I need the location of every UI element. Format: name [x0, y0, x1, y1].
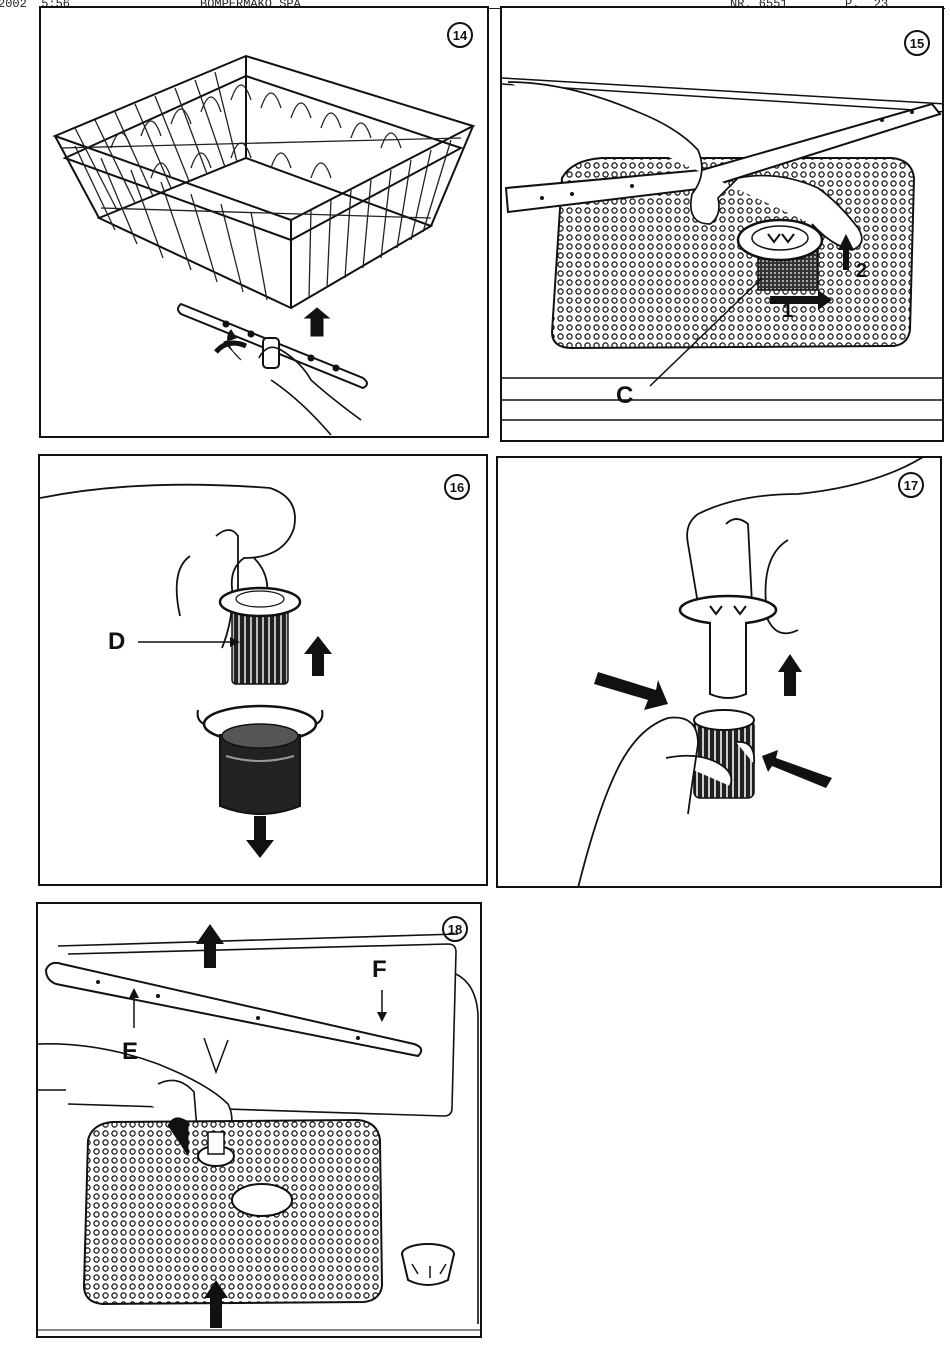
step-2-label: 2 [856, 260, 867, 283]
figure-14-panel: 14 [39, 6, 489, 438]
figure-18-panel: 18 [36, 902, 482, 1338]
callout-f: F [372, 956, 387, 984]
step-1-label: 1 [782, 300, 793, 323]
dish-rack-illustration [41, 8, 489, 438]
figure-17-panel: 17 [496, 456, 942, 888]
filter-separation-illustration [498, 458, 942, 888]
filter-and-spray-arm-illustration [502, 8, 944, 442]
callout-c: C [616, 382, 633, 410]
figure-15-panel: 15 [500, 6, 944, 442]
callout-d: D [108, 628, 125, 656]
figure-16-panel: 16 D [38, 454, 488, 886]
filter-lift-illustration [40, 456, 488, 886]
callout-e: E [122, 1038, 138, 1066]
spray-arm-removal-illustration [38, 904, 482, 1338]
